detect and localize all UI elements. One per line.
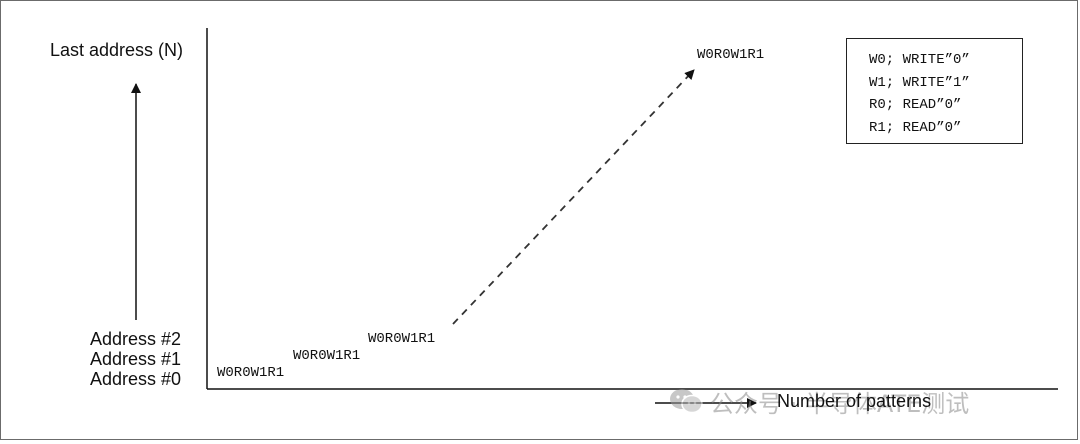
legend-item-w1: W1; WRITE”1”	[869, 74, 970, 91]
pattern-label-address-0: W0R0W1R1	[217, 365, 285, 381]
x-axis-label: Number of patterns	[777, 391, 932, 411]
legend-box: W0; WRITE”0” W1; WRITE”1” R0; READ”0” R1…	[846, 38, 1023, 144]
address-label-2: Address #2	[90, 329, 182, 349]
legend-item-r1: R1; READ”0”	[869, 119, 962, 136]
legend-item-w0: W0; WRITE”0”	[869, 52, 970, 68]
watermark-text: 公众号 · 半导体ATE测试	[710, 389, 970, 418]
address-label-0: Address #0	[90, 369, 182, 389]
watermark: 公众号 · 半导体ATE测试	[668, 383, 969, 419]
wechat-icon	[670, 389, 703, 414]
dashed-progression-arrow	[452, 69, 695, 325]
legend-item-r0: R0; READ”0”	[869, 97, 962, 113]
address-label-1: Address #1	[90, 349, 182, 369]
y-axis-label: Last address (N)	[50, 40, 184, 60]
pattern-label-address-1: W0R0W1R1	[293, 348, 361, 364]
pattern-label-address-2: W0R0W1R1	[368, 331, 436, 347]
pattern-label-last-address: W0R0W1R1	[697, 47, 765, 63]
